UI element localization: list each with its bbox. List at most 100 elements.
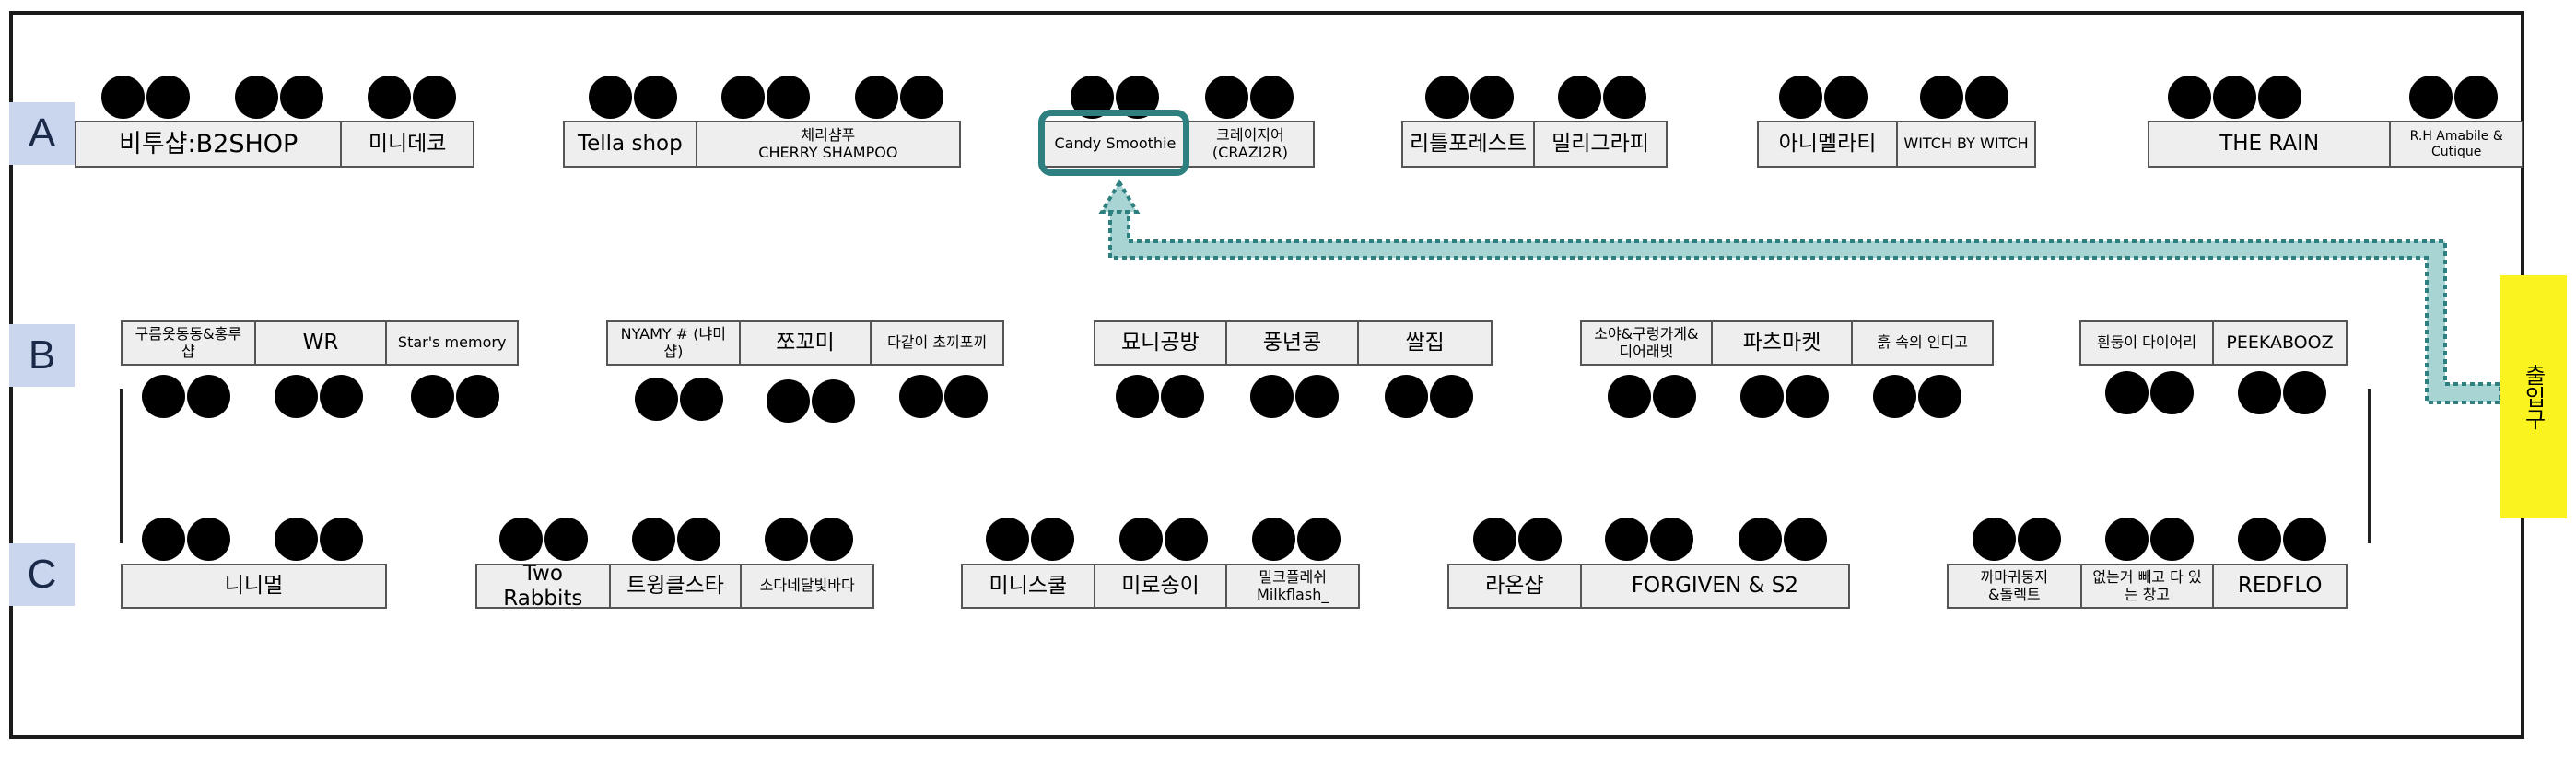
booth-group-c5: 까마귀둥지 &돌렉트 없는거 빼고 다 있 는 창고 REDFLO bbox=[1947, 564, 2348, 609]
booth-a12[interactable]: R.H Amabile & Cutique bbox=[2409, 129, 2503, 159]
booth-a11[interactable]: THE RAIN bbox=[2149, 122, 2392, 166]
booth-b12[interactable]: 흙 속의 인디고 bbox=[1877, 333, 1968, 352]
seat-dot bbox=[680, 378, 723, 421]
seat-dot bbox=[2238, 518, 2281, 561]
seat-dot bbox=[677, 518, 720, 561]
seat-dot bbox=[1973, 518, 2016, 561]
booth-c5[interactable]: 미니스쿨 bbox=[963, 565, 1095, 607]
entrance-label: 출입구 bbox=[2520, 364, 2547, 430]
seat-dot bbox=[944, 375, 988, 418]
seat-dot bbox=[456, 375, 499, 418]
booth-b1[interactable]: 구름옷동동&홍루 샵 bbox=[123, 322, 256, 364]
booth-group-a4: 리틀포레스트 밀리그라피 bbox=[1401, 121, 1668, 168]
seat-dot bbox=[1605, 518, 1648, 561]
seat-dot bbox=[634, 76, 677, 119]
booth-c10[interactable]: 까마귀둥지 &돌렉트 bbox=[1949, 565, 2082, 607]
seat-dot bbox=[368, 76, 411, 119]
seat-dot bbox=[1518, 518, 1562, 561]
seat-dot bbox=[1558, 76, 1601, 119]
booth-a8[interactable]: 밀리그라피 bbox=[1551, 132, 1649, 157]
booth-c3[interactable]: 트윙클스타 bbox=[611, 565, 743, 607]
booth-b13[interactable]: 흰둥이 다이어리 bbox=[2081, 322, 2214, 364]
booth-group-b1: 구름옷동동&홍루 샵 WR Star's memory bbox=[121, 320, 519, 366]
booth-b11[interactable]: 파츠마켓 bbox=[1713, 322, 1854, 364]
booth-a6[interactable]: 크레이지어 (CRAZI2R) bbox=[1212, 126, 1288, 161]
seat-dot bbox=[1779, 76, 1822, 119]
booth-a10[interactable]: WITCH BY WITCH bbox=[1903, 134, 2029, 153]
seat-dot bbox=[2150, 371, 2194, 414]
seat-dot bbox=[1119, 518, 1163, 561]
seat-dot bbox=[280, 76, 323, 119]
booth-group-b4: 소야&구렁가게& 디어래빗 파츠마켓 흙 속의 인디고 bbox=[1580, 320, 1994, 366]
booth-group-a1: 비투샵:B2SHOP 미니데코 bbox=[75, 121, 474, 168]
booth-b5[interactable]: 쪼꼬미 bbox=[741, 322, 872, 364]
booth-a2[interactable]: 미니데코 bbox=[368, 132, 447, 157]
seat-dot bbox=[411, 375, 454, 418]
booth-b8[interactable]: 풍년콩 bbox=[1227, 322, 1360, 364]
seat-dot bbox=[2258, 76, 2301, 119]
highlight-candy-smoothie bbox=[1038, 110, 1189, 176]
seat-dot bbox=[1297, 518, 1341, 561]
seat-dot bbox=[635, 378, 678, 421]
seat-dot bbox=[1603, 76, 1646, 119]
booth-a3[interactable]: Tella shop bbox=[565, 122, 697, 166]
booth-a1[interactable]: 비투샵:B2SHOP bbox=[76, 122, 343, 166]
booth-b6[interactable]: 다같이 초끼포끼 bbox=[887, 333, 988, 352]
booth-b3[interactable]: Star's memory bbox=[397, 333, 507, 352]
seat-dot bbox=[2454, 76, 2498, 119]
seat-dot bbox=[1385, 375, 1428, 418]
booth-b2[interactable]: WR bbox=[256, 322, 388, 364]
seat-dot bbox=[1824, 76, 1868, 119]
seat-dot bbox=[2105, 518, 2149, 561]
route-arrow-head bbox=[1098, 179, 1141, 214]
booth-group-a2: Tella shop 체리샴푸 CHERRY SHAMPOO bbox=[563, 121, 961, 168]
booth-a9[interactable]: 아니멜라티 bbox=[1759, 122, 1898, 166]
booth-c4[interactable]: 소다네달빛바다 bbox=[759, 576, 855, 595]
entrance-exit: 출입구 bbox=[2500, 275, 2567, 518]
seat-dot bbox=[1250, 76, 1294, 119]
booth-c11[interactable]: 없는거 빼고 다 있 는 창고 bbox=[2082, 565, 2215, 607]
seat-dot bbox=[2150, 518, 2194, 561]
booth-group-c3: 미니스쿨 미로송이 밀크플레쉬 Milkflash_ bbox=[961, 564, 1360, 609]
booth-group-a3: Candy Smoothie 크레이지어 (CRAZI2R) bbox=[1043, 121, 1315, 168]
booth-a4[interactable]: 체리샴푸 CHERRY SHAMPOO bbox=[758, 126, 898, 161]
seat-dot bbox=[320, 375, 363, 418]
seat-dot bbox=[1786, 375, 1829, 418]
seat-dot bbox=[810, 518, 853, 561]
seat-dot bbox=[765, 518, 808, 561]
booth-c12[interactable]: REDFLO bbox=[2237, 574, 2323, 599]
seat-dot bbox=[1031, 518, 1074, 561]
seat-dot bbox=[1430, 375, 1473, 418]
booth-c9[interactable]: FORGIVEN & S2 bbox=[1631, 574, 1798, 599]
booth-b14[interactable]: PEEKABOOZ bbox=[2226, 332, 2334, 353]
booth-b7[interactable]: 묘니공방 bbox=[1095, 322, 1227, 364]
seat-dot bbox=[1740, 375, 1784, 418]
seat-dot bbox=[1653, 375, 1696, 418]
row-label-c: C bbox=[9, 543, 75, 606]
seat-dot bbox=[1873, 375, 1916, 418]
booth-b9[interactable]: 쌀집 bbox=[1405, 331, 1445, 355]
seat-dot bbox=[2409, 76, 2453, 119]
seat-dot bbox=[767, 379, 810, 423]
booth-c2[interactable]: Two Rabbits bbox=[477, 565, 611, 607]
booth-c7[interactable]: 밀크플레쉬 Milkflash_ bbox=[1257, 568, 1329, 603]
seat-dot bbox=[1608, 375, 1651, 418]
booth-b4[interactable]: NYAMY # (냐미샵) bbox=[608, 322, 741, 364]
seat-dot bbox=[142, 518, 185, 561]
seat-dot bbox=[2105, 371, 2149, 414]
seat-dot bbox=[1650, 518, 1693, 561]
booth-group-a5: 아니멜라티 WITCH BY WITCH bbox=[1757, 121, 2036, 168]
booth-group-b5: 흰둥이 다이어리 PEEKABOOZ bbox=[2079, 320, 2348, 366]
booth-c6[interactable]: 미로송이 bbox=[1095, 565, 1228, 607]
row-label-a: A bbox=[9, 102, 75, 165]
booth-c8[interactable]: 라온샵 bbox=[1449, 565, 1582, 607]
booth-c1[interactable]: 니니멀 bbox=[224, 574, 284, 599]
booth-a7[interactable]: 리틀포레스트 bbox=[1403, 122, 1535, 166]
booth-group-b2: NYAMY # (냐미샵) 쪼꼬미 다같이 초끼포끼 bbox=[606, 320, 1004, 366]
seat-dot bbox=[1920, 76, 1963, 119]
seat-dot bbox=[2213, 76, 2256, 119]
seat-dot bbox=[187, 375, 230, 418]
booth-b10[interactable]: 소야&구렁가게& 디어래빗 bbox=[1582, 322, 1713, 364]
booth-group-b3: 묘니공방 풍년콩 쌀집 bbox=[1094, 320, 1493, 366]
